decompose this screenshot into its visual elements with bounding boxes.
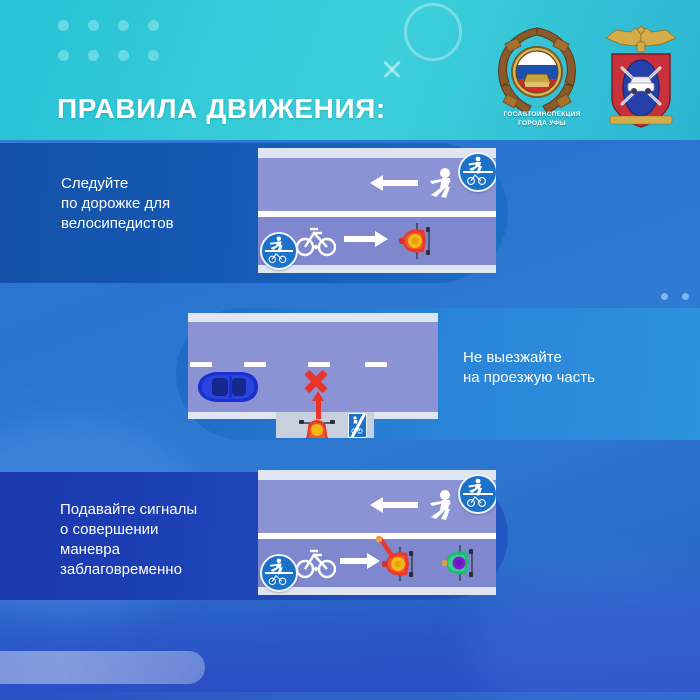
decor-x-mark xyxy=(381,59,403,81)
gibdd-caption-line-1: ГОСАВТОИНСПЕКЦИЯ xyxy=(503,111,581,118)
bicycle-icon xyxy=(295,221,337,259)
arrow-right-icon xyxy=(340,552,380,570)
arrow-left-icon xyxy=(370,496,418,514)
rule-1-illustration xyxy=(258,148,496,273)
gibdd-emblem-caption: ГОСАВТОИНСПЕКЦИЯ ГОРОДА УФЫ xyxy=(482,110,602,128)
decor-dot-grid-top xyxy=(58,20,159,61)
rule-2-illustration xyxy=(188,313,438,438)
decor-pill-bar xyxy=(0,651,205,684)
arrow-up-indicator xyxy=(312,391,324,419)
cyclist-green-topdown xyxy=(436,543,488,583)
sign-end-of-bicycle-path xyxy=(348,413,367,438)
arrow-left-icon xyxy=(370,174,418,192)
mvd-emblem xyxy=(600,24,682,136)
bicycle-icon xyxy=(295,543,337,581)
lane-divider-line xyxy=(258,533,496,539)
cyclist-red-facing-road xyxy=(296,413,338,438)
gibdd-caption-line-2: ГОРОДА УФЫ xyxy=(518,120,566,127)
rule-1-text: Следуйте по дорожке для велосипедистов xyxy=(61,175,174,232)
lane-dash xyxy=(365,362,387,367)
curb-top xyxy=(258,148,496,158)
gibdd-emblem: ГОСАВТОИНСПЕКЦИЯ ГОРОДА УФЫ xyxy=(487,22,587,134)
curb-top xyxy=(258,470,496,480)
rule-3-illustration xyxy=(258,470,496,595)
cyclist-red-topdown xyxy=(393,221,445,261)
background-bottom-strip xyxy=(0,692,700,700)
sign-pedestrian-bicycle-path-top xyxy=(458,474,496,514)
pedestrian-walking-icon xyxy=(420,166,456,200)
lane-dash xyxy=(308,362,330,367)
car-blue-topdown xyxy=(192,370,262,404)
pedestrian-walking-icon xyxy=(420,488,456,522)
lane-dash xyxy=(190,362,212,367)
curb-bottom xyxy=(258,265,496,273)
arrow-right-icon xyxy=(344,230,388,248)
rule-2-text: Не выезжайте на проезжую часть xyxy=(463,349,595,386)
rule-3-text: Подавайте сигналы о совершении маневра з… xyxy=(60,501,198,578)
curb-bottom xyxy=(258,587,496,595)
sign-pedestrian-bicycle-path-bottom xyxy=(260,554,298,592)
background-top-cyan xyxy=(0,0,700,146)
lane-dash xyxy=(244,362,266,367)
lane-divider-line xyxy=(258,211,496,217)
road-curb-top xyxy=(188,313,438,322)
page-title: ПРАВИЛА ДВИЖЕНИЯ: xyxy=(57,93,386,124)
decor-ring-circle xyxy=(404,3,462,61)
sign-pedestrian-bicycle-path-top xyxy=(458,152,496,192)
cyclist-red-signalling xyxy=(368,535,426,583)
sign-pedestrian-bicycle-path-bottom xyxy=(260,232,298,270)
